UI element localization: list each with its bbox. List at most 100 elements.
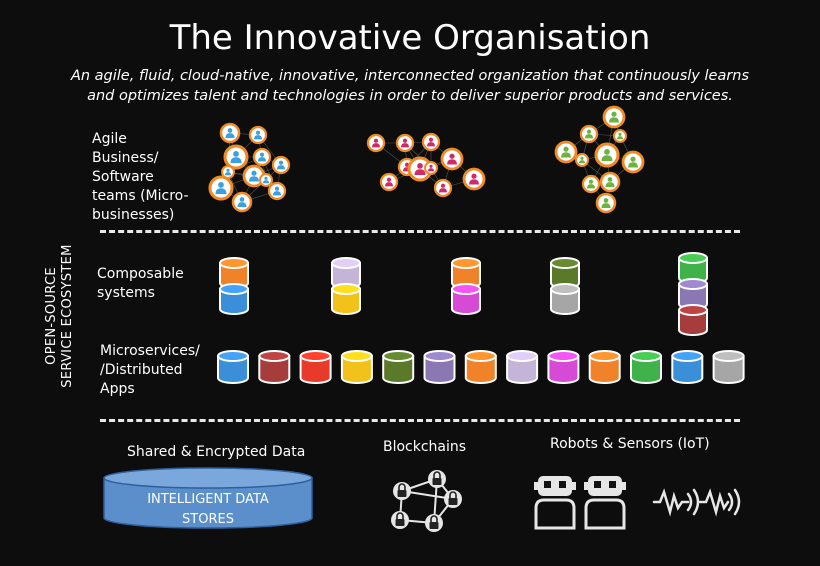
composable-stack (219, 257, 249, 315)
microservice-cylinder-icon (506, 350, 539, 384)
robot-icon (534, 476, 576, 530)
divider-top (100, 230, 740, 233)
person-icon (440, 147, 464, 171)
microservice-cylinder-icon (217, 350, 249, 384)
team-cluster (208, 122, 291, 213)
person-icon (594, 142, 620, 168)
composable-stack (331, 257, 361, 315)
teams-label-line: businesses) (92, 207, 175, 223)
microservice-cylinder-icon (630, 350, 662, 384)
person-icon (223, 144, 249, 170)
data-store-label-line: INTELLIGENT DATA (147, 492, 269, 507)
person-icon (613, 129, 627, 143)
data-store-cylinder-icon (103, 467, 313, 529)
micro-label-line: Apps (100, 381, 135, 397)
person-icon (599, 171, 621, 193)
subtitle: An agile, fluid, cloud-native, innovativ… (60, 66, 760, 106)
data-store-label-line: STORES (182, 512, 234, 527)
team-cluster (366, 132, 486, 198)
subtitle-line-2: and optimizes talent and technologies in… (87, 88, 733, 104)
cylinder-icon (678, 304, 708, 336)
cylinder-icon (331, 257, 361, 289)
agile-teams-graphic (208, 105, 645, 214)
microservice-cylinder-icon (464, 350, 497, 384)
person-icon (554, 140, 578, 164)
microservice-cylinder-icon (340, 350, 373, 384)
microservice-cylinder-icon (299, 350, 332, 384)
shared-data-label: Shared & Encrypted Data (127, 444, 306, 460)
teams-label-line: Business/ (92, 150, 159, 166)
page-title: The Innovative Organisation (169, 18, 651, 58)
lock-node-icon (444, 490, 462, 508)
composable-row-label: Composable systems (97, 265, 184, 303)
person-icon (219, 122, 241, 144)
micro-label-line: /Distributed (100, 362, 183, 378)
person-icon (462, 167, 486, 191)
cylinder-icon (219, 257, 249, 289)
composable-stack (550, 257, 580, 315)
divider-bottom (100, 419, 740, 422)
cylinder-icon (451, 257, 481, 289)
lock-node-icon (428, 470, 446, 488)
cylinder-icon (550, 257, 580, 289)
microservice-cylinder-icon (423, 350, 456, 384)
person-icon (379, 172, 399, 192)
blockchain-nodes (391, 470, 462, 532)
person-icon (208, 175, 234, 201)
cylinder-icon (678, 278, 708, 310)
person-icon (602, 105, 626, 129)
person-icon (366, 133, 386, 153)
lock-node-icon (391, 511, 409, 529)
data-store-label: INTELLIGENT DATA STORES (104, 490, 312, 530)
person-icon (581, 174, 601, 194)
person-icon (248, 125, 268, 145)
sensor-signal-icon (652, 488, 741, 517)
person-icon (621, 150, 645, 174)
person-icon (595, 192, 617, 214)
person-icon (267, 181, 287, 201)
lock-node-icon (425, 514, 443, 532)
person-icon (579, 124, 599, 144)
teams-row-label: Agile Business/ Software teams (Micro- b… (92, 130, 189, 225)
microservice-cylinder-icon (671, 350, 704, 384)
microservice-cylinder-icon (588, 350, 621, 384)
person-icon (252, 147, 272, 167)
person-icon (433, 178, 453, 198)
cylinder-icon (550, 283, 580, 315)
composable-systems-graphic (219, 252, 708, 336)
micro-label-line: Microservices/ (100, 343, 200, 359)
person-icon (395, 133, 415, 153)
teams-label-line: Software (92, 169, 154, 185)
person-icon (407, 156, 433, 182)
composable-stack (451, 257, 481, 315)
composable-label-line: systems (97, 285, 155, 301)
person-icon (271, 155, 291, 175)
lock-node-icon (393, 482, 411, 500)
microservices-row-label: Microservices/ /Distributed Apps (100, 342, 200, 399)
person-icon (221, 165, 235, 179)
teams-label-line: Agile (92, 131, 127, 147)
microservices-graphic (217, 350, 745, 384)
cylinder-icon (219, 283, 249, 315)
teams-label-line: teams (Micro- (92, 188, 189, 204)
team-cluster (554, 105, 645, 214)
microservice-cylinder-icon (712, 350, 745, 384)
cylinder-icon (451, 283, 481, 315)
microservice-cylinder-icon (547, 350, 580, 384)
person-icon (259, 173, 273, 187)
person-icon (575, 153, 589, 167)
person-icon (421, 132, 441, 152)
robot-icon (584, 476, 626, 530)
composable-stack (678, 252, 708, 336)
subtitle-line-1: An agile, fluid, cloud-native, innovativ… (70, 68, 750, 84)
person-icon (424, 161, 438, 175)
blockchains-label: Blockchains (383, 439, 467, 455)
cylinder-icon (678, 252, 708, 284)
robots-sensors-label: Robots & Sensors (IoT) (550, 436, 710, 452)
microservice-cylinder-icon (382, 350, 415, 384)
person-icon (231, 191, 253, 213)
microservice-cylinder-icon (258, 350, 291, 384)
cylinder-icon (331, 283, 361, 315)
composable-label-line: Composable (97, 266, 184, 282)
